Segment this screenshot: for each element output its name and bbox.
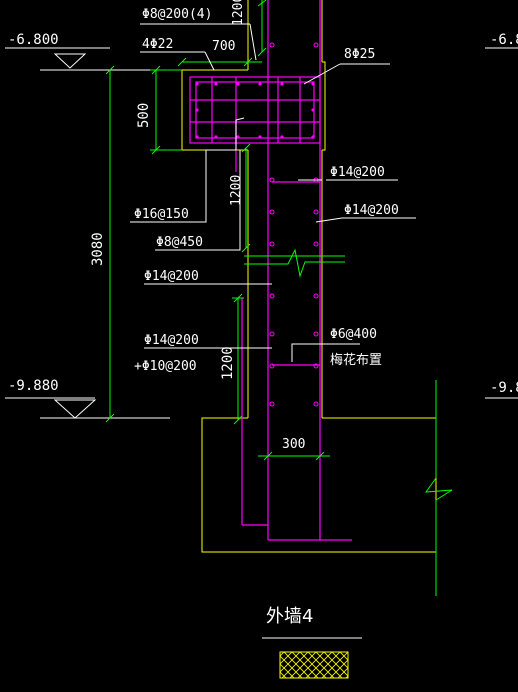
- break-line-foundation: [424, 380, 453, 596]
- elevation-bottom-right: -9.88: [490, 380, 518, 396]
- label-phi8-450: Φ8@450: [156, 235, 203, 250]
- section-title: 外墙4: [266, 606, 313, 627]
- label-phi16-150: Φ16@150: [134, 207, 189, 222]
- dim-500: 500: [136, 103, 152, 128]
- label-phi6-400: Φ6@400: [330, 327, 377, 342]
- label-phi14-200-d: Φ14@200: [144, 333, 199, 348]
- label-stirrup-top: Φ8@200(4): [142, 7, 212, 22]
- elevation-marker-bottom-right: -9.88: [485, 380, 518, 399]
- label-bars-4-22: 4Φ22: [142, 37, 173, 52]
- dimension-lines: [105, 0, 330, 461]
- concrete-hatch-legend: [279, 651, 349, 679]
- dim-1200-low: 1200: [220, 346, 236, 380]
- beam-rebar-cage: [189, 76, 321, 144]
- label-phi10-200: +Φ10@200: [134, 359, 197, 374]
- dim-3080: 3080: [90, 232, 106, 266]
- label-phi14-200-b: Φ14@200: [344, 203, 399, 218]
- label-plum-layout: 梅花布置: [330, 352, 382, 368]
- dim-300: 300: [282, 437, 305, 452]
- label-bars-8-25: 8Φ25: [344, 47, 375, 62]
- beam-rebar-dots: [195, 82, 315, 139]
- label-phi14-200-c: Φ14@200: [144, 269, 199, 284]
- elevation-marker-top-right: -6.80: [485, 32, 518, 49]
- elevation-top-right: -6.80: [490, 32, 518, 48]
- break-line-wall: [244, 248, 345, 278]
- elevation-bottom-left: -9.880: [8, 378, 59, 394]
- leader-lines: [130, 23, 416, 362]
- dim-1200-mid: 1200: [229, 175, 244, 206]
- wall-rebar: [235, 0, 352, 541]
- elevation-marker-bottom-left: -9.880: [5, 378, 170, 419]
- wall-rebar-dots: [269, 42, 319, 407]
- dim-1200-top: 1200: [231, 0, 246, 26]
- concrete-outline: [181, 0, 437, 553]
- label-phi14-200-a: Φ14@200: [330, 165, 385, 180]
- dim-700: 700: [212, 39, 235, 54]
- elevation-top-left: -6.800: [8, 32, 59, 48]
